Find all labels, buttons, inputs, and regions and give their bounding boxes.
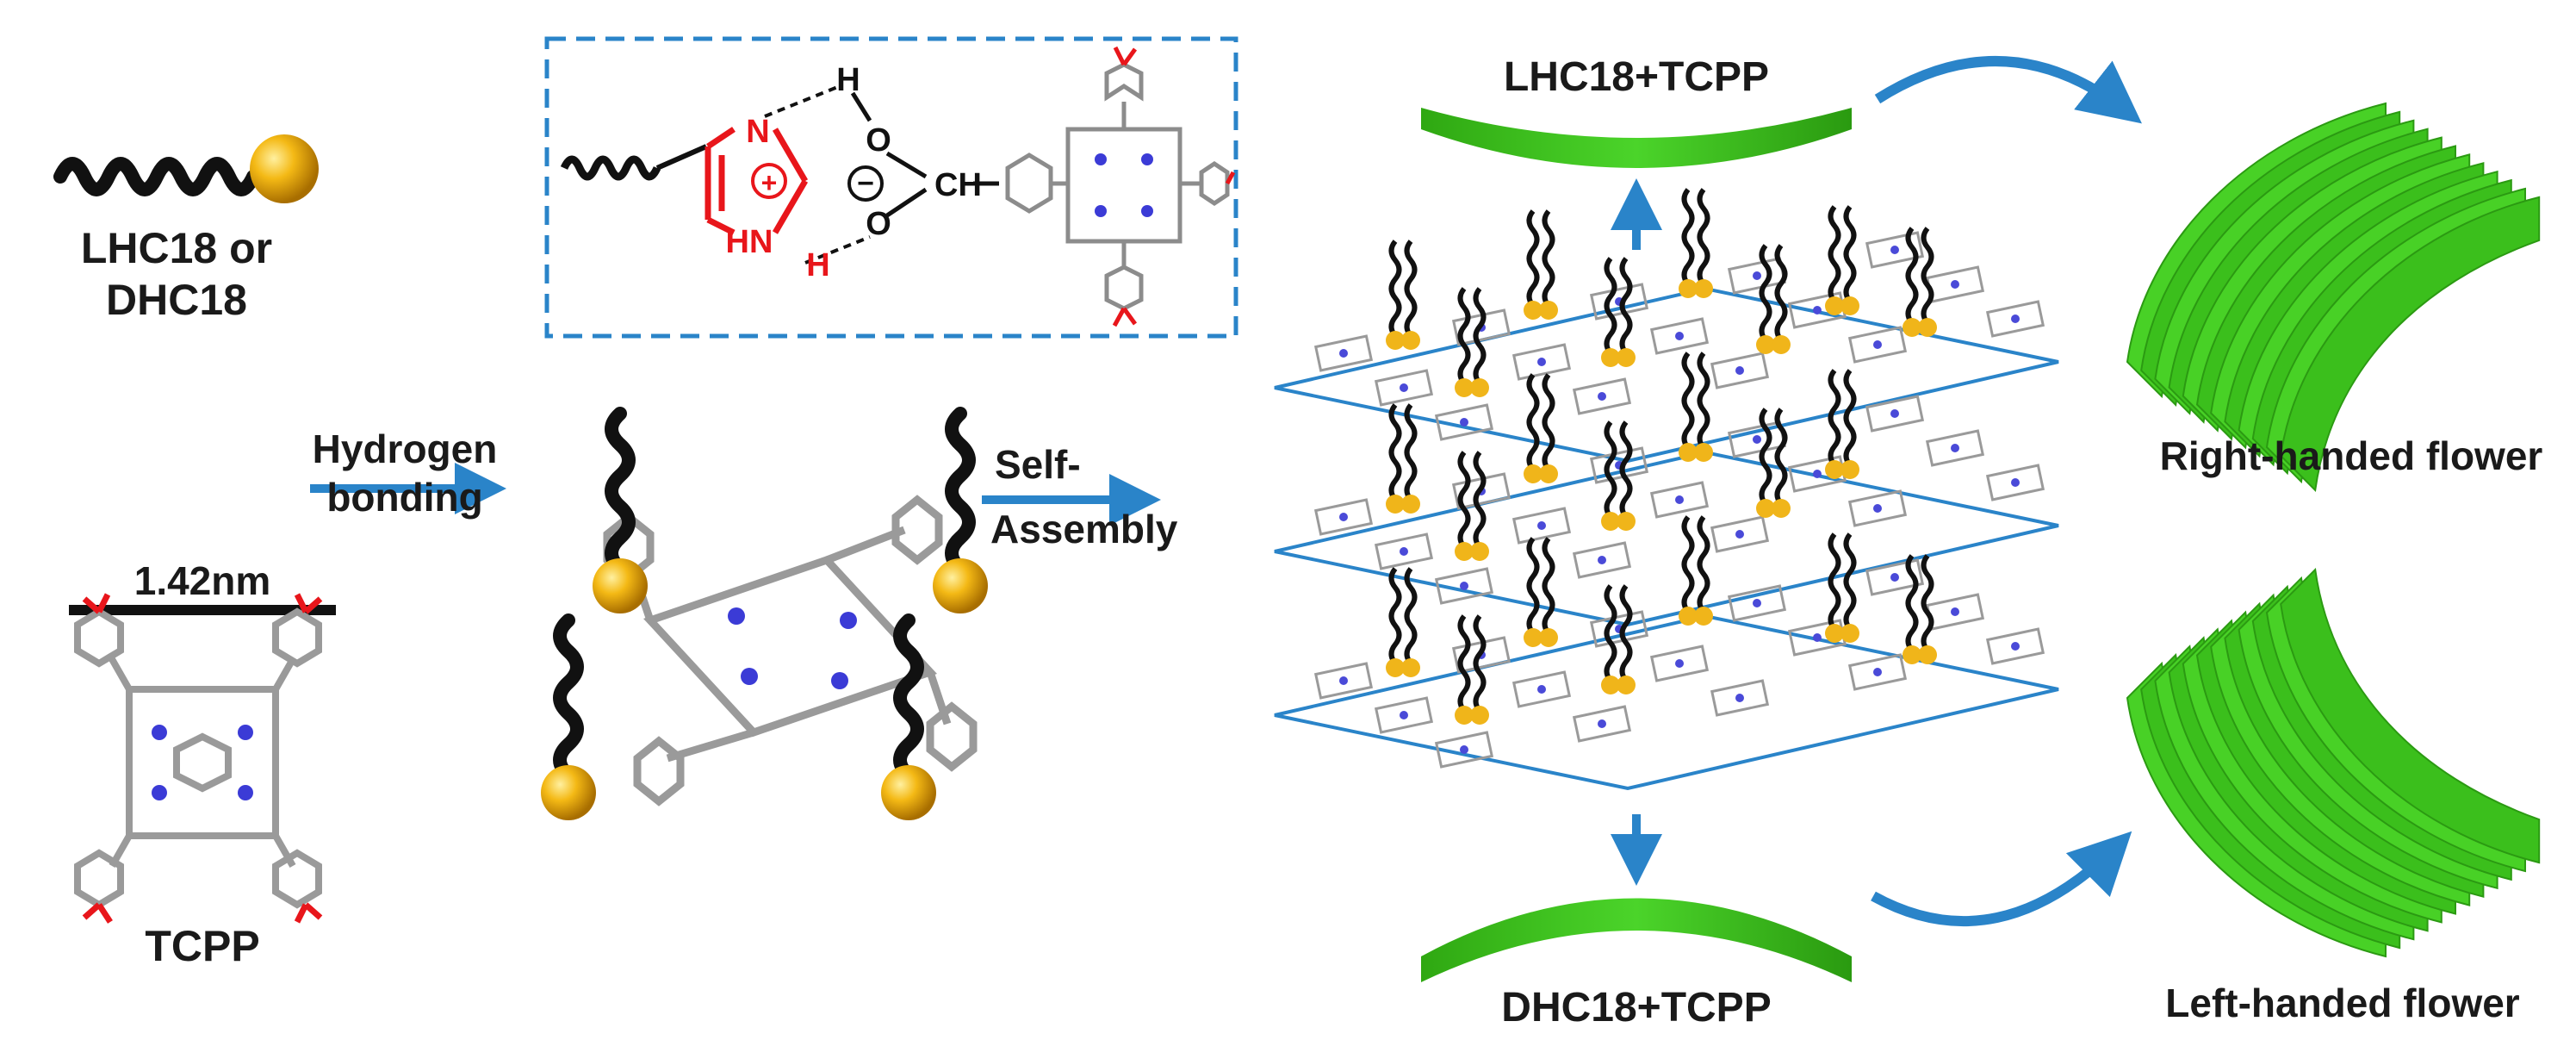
tcpp-molecule — [74, 607, 322, 909]
top-helical-ribbon — [1421, 108, 1852, 168]
left-flower-label: Left-handed flower — [2165, 981, 2520, 1025]
layer-plane — [1274, 613, 2059, 791]
inset-ch: CH — [934, 167, 982, 203]
bottom-helical-ribbon — [1421, 898, 1852, 982]
self-assembly-label-line1: Self- — [995, 442, 1081, 487]
flower-petal — [2280, 567, 2541, 864]
layer-plane — [1274, 286, 2059, 464]
inset-o-top: O — [866, 122, 891, 159]
arrow-to-right-flower — [1874, 55, 2142, 124]
flower-petal — [2280, 196, 2541, 493]
scale-bar-label: 1.42nm — [134, 558, 271, 603]
tcpp-carboxyls — [82, 593, 323, 924]
left-handed-flower — [2126, 567, 2541, 958]
inset-n-top: N — [746, 114, 769, 150]
ligand-label-line2: DHC18 — [106, 276, 247, 324]
right-handed-flower — [2126, 102, 2541, 493]
self-assembly-label-line2: Assembly — [990, 507, 1178, 551]
bottom-product-label: DHC18+TCPP — [1501, 985, 1771, 1031]
layer-plane — [1274, 450, 2059, 627]
hydrogen-bonding-label-line1: Hydrogen — [313, 427, 498, 471]
hydrogen-bonding-label-line2: bonding — [326, 475, 482, 520]
stacked-layers — [1274, 188, 2059, 791]
ligand-label-line1: LHC18 or — [81, 224, 272, 272]
hydrogen-bond-inset — [560, 46, 1236, 327]
inset-h-bottom: H — [806, 247, 829, 283]
tcpp-ligand-complex — [541, 407, 988, 820]
inset-plus-charge: + — [761, 167, 778, 198]
layer-3 — [1274, 515, 2059, 791]
right-flower-label: Right-handed flower — [2160, 433, 2543, 478]
ligand-icon — [53, 134, 319, 203]
layer-2 — [1274, 352, 2059, 627]
inset-h-top: H — [836, 62, 860, 98]
arrow-to-left-flower — [1871, 831, 2132, 927]
inset-minus-charge: − — [857, 167, 874, 200]
top-product-label: LHC18+TCPP — [1504, 54, 1769, 100]
inset-o-bottom: O — [866, 206, 891, 242]
tcpp-nitrogens — [152, 725, 253, 800]
inset-hn-bottom: HN — [726, 224, 773, 260]
layer-1 — [1274, 188, 2059, 464]
tcpp-label: TCPP — [145, 922, 259, 970]
hydrogen-bond-inset-frame — [544, 36, 1238, 339]
